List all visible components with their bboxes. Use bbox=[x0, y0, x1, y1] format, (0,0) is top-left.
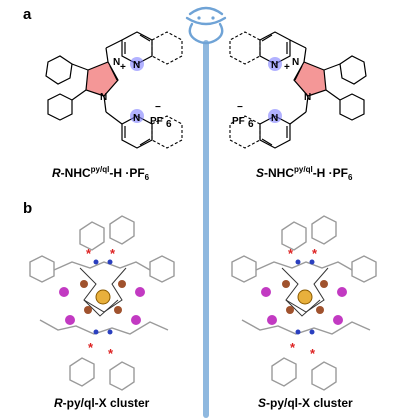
anion-label: PF bbox=[232, 116, 245, 127]
molecule-right bbox=[229, 31, 367, 149]
caption-sub: 6 bbox=[348, 173, 353, 182]
chiral-marker: * bbox=[88, 340, 94, 355]
nitrogen-label: N bbox=[271, 113, 278, 124]
cu-atoms bbox=[80, 280, 126, 314]
nitrogen-label: N bbox=[133, 60, 140, 71]
ligand-wireframe bbox=[29, 215, 175, 391]
imidazole-n-label: N bbox=[113, 57, 120, 68]
center-divider bbox=[203, 40, 209, 418]
chiral-marker: * bbox=[290, 340, 296, 355]
imidazole-n-label: N bbox=[304, 92, 311, 103]
n-highlight-bottom bbox=[268, 109, 282, 123]
chiral-marker: * bbox=[110, 246, 116, 261]
panel-label-b: b bbox=[23, 200, 33, 217]
cation-charge: + bbox=[120, 62, 126, 73]
imidazolium-highlight bbox=[86, 62, 118, 96]
molecule-caption-right: S-NHCpy/ql-H ·PF6 bbox=[256, 165, 353, 182]
core-atom bbox=[297, 289, 313, 305]
n-atoms bbox=[93, 259, 113, 335]
chiral-marker: * bbox=[108, 346, 114, 361]
anion-minus: − bbox=[155, 102, 161, 113]
chiral-marker: * bbox=[310, 346, 316, 361]
caption-sup: py/ql bbox=[90, 165, 110, 174]
cu-atoms bbox=[282, 280, 328, 314]
caption-prefix: R bbox=[52, 166, 61, 180]
cluster-caption-right: S-py/ql-X cluster bbox=[258, 396, 353, 410]
anion-minus: − bbox=[237, 102, 243, 113]
caption-sup: py/ql bbox=[294, 165, 313, 174]
cluster-right: * * * * bbox=[231, 215, 377, 391]
molecule-left bbox=[45, 31, 183, 149]
nitrogen-label: N bbox=[271, 60, 278, 71]
halide-atoms bbox=[59, 287, 145, 325]
cluster-left: * * * * bbox=[29, 215, 175, 391]
n-highlight-bottom bbox=[130, 109, 144, 123]
caption-rest: -py/ql-X cluster bbox=[62, 396, 150, 410]
halide-atoms bbox=[261, 287, 347, 325]
imidazole-n-label: N bbox=[292, 57, 299, 68]
caption-rest: -py/ql-X cluster bbox=[266, 396, 353, 410]
caption-mid: -NHC bbox=[60, 166, 91, 180]
n-atoms bbox=[295, 259, 315, 335]
n-highlight-top bbox=[130, 57, 144, 71]
anion-label: PF bbox=[150, 116, 163, 127]
logo-icon bbox=[185, 6, 227, 45]
chiral-marker: * bbox=[288, 246, 294, 261]
cation-charge: + bbox=[284, 62, 290, 73]
chiral-marker: * bbox=[86, 246, 92, 261]
panel-label-a: a bbox=[23, 6, 32, 23]
cluster-caption-left: R-py/ql-X cluster bbox=[54, 396, 149, 410]
molecule-caption-left: R-NHCpy/ql-H ·PF6 bbox=[52, 165, 150, 182]
caption-prefix: S bbox=[256, 166, 265, 180]
anion-subscript: 6 bbox=[248, 119, 254, 130]
caption-prefix: S bbox=[258, 396, 267, 410]
nitrogen-label: N bbox=[133, 113, 140, 124]
n-highlight-top bbox=[268, 57, 282, 71]
core-atom bbox=[95, 289, 111, 305]
caption-suffix: -H ·PF bbox=[109, 166, 145, 180]
caption-prefix: R bbox=[54, 396, 63, 410]
chiral-marker: * bbox=[312, 246, 318, 261]
caption-suffix: -H ·PF bbox=[312, 166, 349, 180]
imidazolium-highlight bbox=[294, 62, 326, 96]
imidazole-n-label: N bbox=[100, 92, 107, 103]
anion-subscript: 6 bbox=[166, 119, 172, 130]
ligand-wireframe bbox=[231, 215, 377, 391]
caption-mid: -NHC bbox=[264, 166, 295, 180]
caption-sub: 6 bbox=[144, 173, 150, 182]
